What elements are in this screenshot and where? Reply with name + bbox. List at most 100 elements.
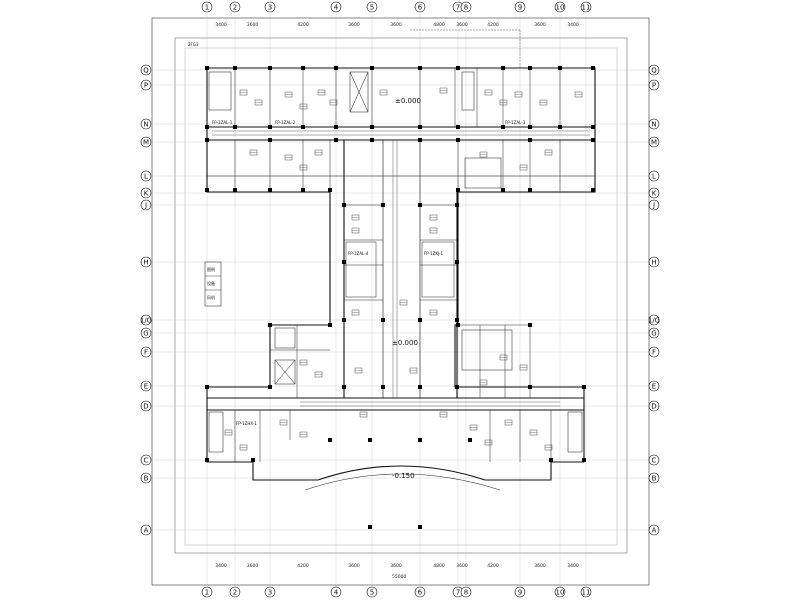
axis-bubble: B [140, 472, 152, 484]
column [268, 66, 272, 70]
column [251, 458, 255, 462]
column [301, 188, 305, 192]
dimension-label: 3400 [215, 22, 227, 28]
column [456, 138, 460, 142]
axis-bubble: Q [648, 64, 660, 76]
axis-bubble: 1 [201, 1, 213, 13]
axis-bubble: 5 [366, 1, 378, 13]
axis-bubble: N [648, 118, 660, 130]
stair-upper-right [461, 71, 475, 111]
axis-bubble: M [648, 136, 660, 148]
axis-label: 6 [418, 3, 423, 11]
axis-label: 1/G [648, 316, 660, 324]
axis-label: D [143, 402, 148, 410]
panel-label: FP-1ZAL-4 [348, 251, 369, 256]
axis-bubble: 2 [229, 586, 241, 598]
axis-label: K [144, 189, 149, 197]
column [233, 125, 237, 129]
column [205, 125, 209, 129]
column [268, 138, 272, 142]
inner-frame [174, 37, 628, 554]
axis-label: E [652, 382, 656, 390]
dimension-label: 4200 [297, 22, 309, 28]
dimension-label: 3600 [534, 563, 546, 569]
column [455, 203, 459, 207]
column [528, 188, 532, 192]
column [528, 125, 532, 129]
duct-runs [212, 29, 590, 407]
column [549, 458, 553, 462]
column [501, 66, 505, 70]
dimension-label: 4200 [297, 563, 309, 569]
column [342, 385, 346, 389]
column [233, 66, 237, 70]
column [528, 66, 532, 70]
column [418, 138, 422, 142]
axis-bubble: K [648, 187, 660, 199]
axis-label: F [652, 348, 656, 356]
legend-item: 设备 [207, 280, 215, 286]
axis-bubble: 4 [330, 1, 342, 13]
axis-bubble: 2 [229, 1, 241, 13]
axis-label: Q [143, 66, 149, 74]
axis-bubble: Q [140, 64, 152, 76]
column [370, 138, 374, 142]
dimension-label: 3600 [247, 563, 259, 569]
building-walls [206, 67, 596, 481]
total-width-dim: 55000 [392, 574, 406, 580]
column [381, 385, 385, 389]
axis-bubble: M [140, 136, 152, 148]
column [528, 323, 532, 327]
axis-bubble: 1 [201, 586, 213, 598]
site-boundary [184, 47, 618, 546]
column [205, 385, 209, 389]
dimension-label: 3400 [567, 563, 579, 569]
axis-bubble: N [140, 118, 152, 130]
axis-bubble: E [140, 380, 152, 392]
dimension-label: 3400 [567, 22, 579, 28]
axis-bubble: 6 [414, 1, 426, 13]
axis-bubble: 3 [264, 586, 276, 598]
axis-label: A [144, 526, 149, 534]
axis-label: P [144, 81, 148, 89]
column [381, 318, 385, 322]
panel-label: FP-1ZAL-1 [212, 120, 233, 125]
axis-bubble: 10 [554, 586, 566, 598]
axis-bubble: D [648, 400, 660, 412]
axis-label: 7 [456, 588, 460, 596]
axis-bubble: E [648, 380, 660, 392]
entrance-canopy [304, 473, 501, 491]
axis-label: 7 [456, 3, 460, 11]
column [582, 385, 586, 389]
axis-label: Q [651, 66, 657, 74]
axis-label: G [651, 329, 656, 337]
column [233, 188, 237, 192]
axis-bubble: G [140, 327, 152, 339]
upper-wing-outline [206, 67, 596, 481]
axis-bubble: P [140, 79, 152, 91]
column [558, 66, 562, 70]
column [368, 438, 372, 442]
axis-label: 8 [464, 3, 468, 11]
column [418, 125, 422, 129]
axis-label: 9 [518, 588, 522, 596]
axis-label: M [651, 138, 657, 146]
column [455, 385, 459, 389]
column [342, 318, 346, 322]
axis-label: J [144, 201, 147, 209]
column [342, 260, 346, 264]
structural-columns [205, 66, 595, 529]
column [328, 323, 332, 327]
column [455, 318, 459, 322]
legend-title: 图例 [207, 266, 215, 272]
axis-bubble: C [648, 454, 660, 466]
room-code: 2FG3 [188, 42, 199, 47]
axis-label: 1 [205, 3, 209, 11]
column [591, 66, 595, 70]
column [205, 188, 209, 192]
dimension-label: 3400 [215, 563, 227, 569]
column [268, 125, 272, 129]
axis-bubble: K [140, 187, 152, 199]
